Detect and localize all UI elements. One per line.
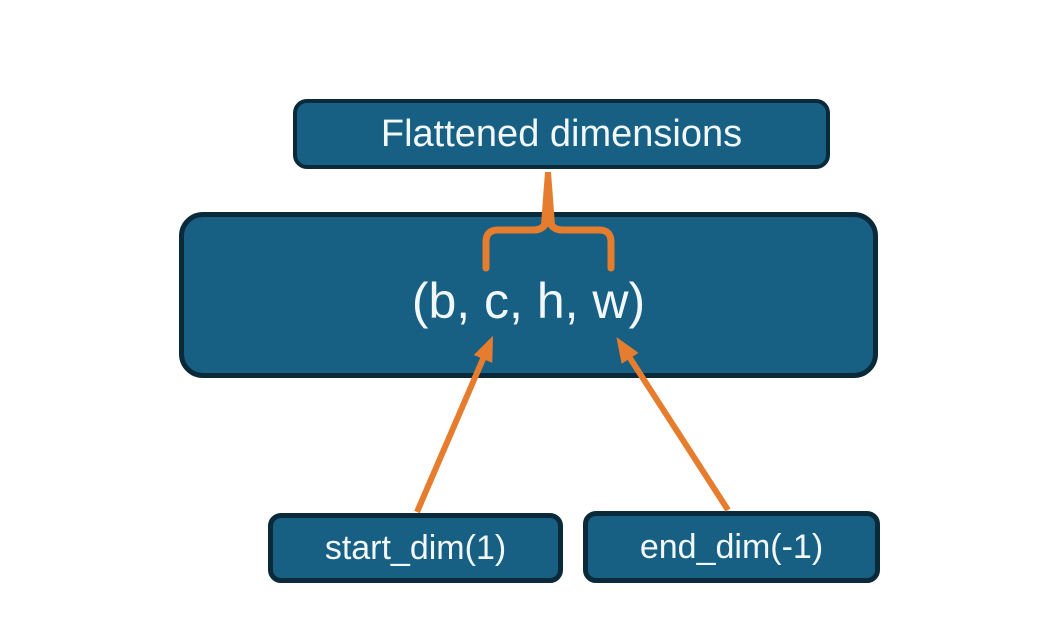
node-flattened-dimensions: Flattened dimensions: [293, 99, 830, 169]
node-tensor-shape-label: (b, c, h, w): [411, 273, 646, 329]
node-start-dim: start_dim(1): [268, 513, 563, 583]
node-end-dim-label: end_dim(-1): [639, 527, 824, 566]
node-tensor-shape: (b, c, h, w): [179, 212, 878, 378]
node-end-dim: end_dim(-1): [583, 511, 880, 583]
node-flattened-dimensions-label: Flattened dimensions: [380, 112, 743, 155]
node-start-dim-label: start_dim(1): [324, 528, 507, 567]
